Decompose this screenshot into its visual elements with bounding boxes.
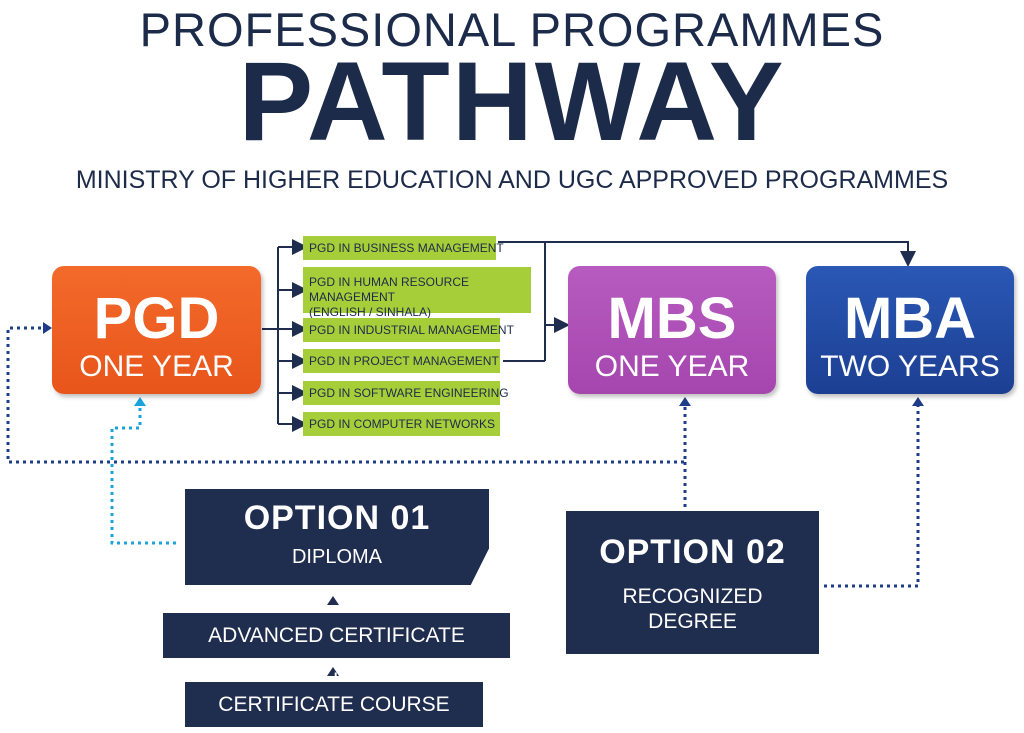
mba-box: MBA TWO YEARS: [806, 266, 1014, 394]
pgd-box: PGD ONE YEAR: [52, 266, 261, 394]
title-top: PROFESSIONAL PROGRAMMES: [139, 3, 885, 56]
option-02-line2: DEGREE: [648, 610, 737, 634]
subtitle: MINISTRY OF HIGHER EDUCATION AND UGC APP…: [75, 166, 949, 194]
course-project-management: PGD IN PROJECT MANAGEMENT: [303, 349, 500, 373]
course-hrm-line1: PGD IN HUMAN RESOURCE MANAGEMENT: [309, 275, 470, 304]
course-computer-networks: PGD IN COMPUTER NETWORKS: [303, 412, 500, 436]
course-software-engineering: PGD IN SOFTWARE ENGINEERING: [303, 381, 509, 405]
mbs-name: MBS: [607, 286, 737, 351]
option-02-subtitle: RECOGNIZED DEGREE: [566, 584, 819, 634]
certificate-box: CERTIFICATE COURSE: [185, 682, 483, 727]
advanced-certificate-box: ADVANCED CERTIFICATE COURSE: [163, 613, 510, 692]
course-business-management: PGD IN BUSINESS MANAGEMENT: [303, 236, 504, 260]
up-arrow-icon: [327, 596, 339, 605]
mba-duration: TWO YEARS: [820, 350, 1000, 383]
mba-name: MBA: [843, 286, 977, 351]
course-to-mbs-mba-lines: [498, 241, 916, 362]
mbs-duration: ONE YEAR: [594, 350, 750, 383]
pgd-duration: ONE YEAR: [79, 350, 234, 383]
option-02-title: OPTION 02: [599, 533, 786, 571]
dotted-option2-to-mba: [824, 403, 920, 588]
pgd-name: PGD: [93, 286, 220, 351]
pgd-course-bracket: [262, 239, 308, 432]
dotted-loop-to-pgd: [6, 326, 687, 508]
up-arrow-icon: [327, 667, 339, 676]
option-01-subtitle: DIPLOMA: [291, 546, 383, 568]
option-01-box: OPTION 01 DIPLOMA: [185, 489, 489, 585]
option-02-box: OPTION 02 RECOGNIZED DEGREE: [566, 511, 819, 654]
course-hrm-line2: (ENGLISH / SINHALA): [309, 305, 432, 319]
course-human-resource-management: PGD IN HUMAN RESOURCE MANAGEMENT (ENGLIS…: [303, 267, 531, 319]
option-01-title: OPTION 01: [243, 499, 431, 537]
option-02-line1: RECOGNIZED: [622, 585, 763, 608]
course-industrial-management: PGD IN INDUSTRIAL MANAGEMENT: [303, 318, 514, 342]
mbs-box: MBS ONE YEAR: [568, 266, 776, 394]
title-main: PATHWAY: [238, 39, 786, 164]
dotted-option1-to-pgd: [110, 403, 176, 545]
